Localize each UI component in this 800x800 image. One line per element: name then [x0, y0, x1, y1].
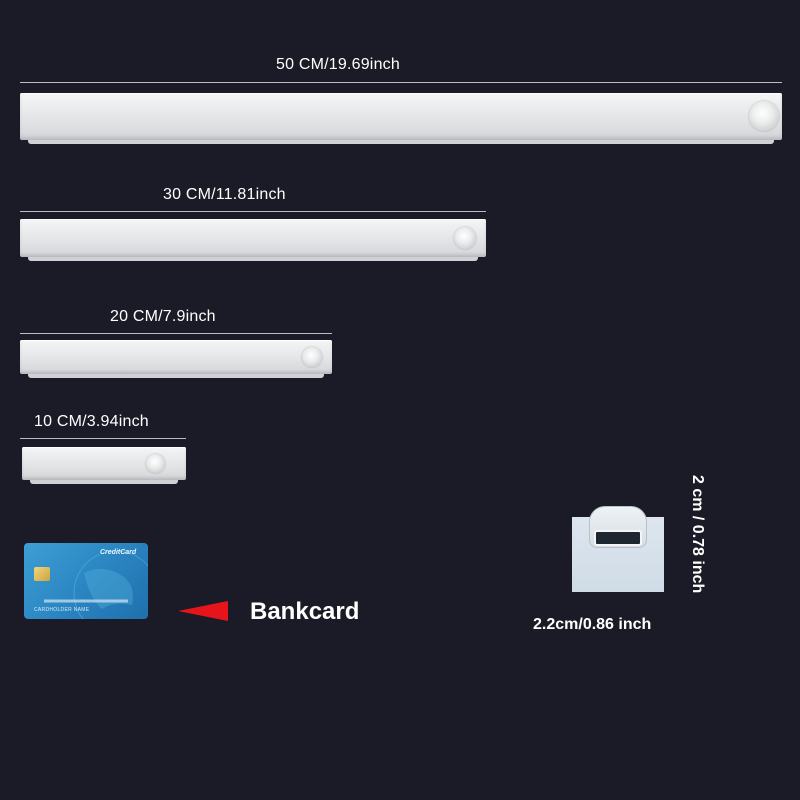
- sensor-window-icon: [594, 530, 642, 546]
- bar-lip: [28, 257, 478, 261]
- bar-20-size-label: 20 CM/7.9inch: [110, 308, 216, 325]
- light-bar-20cm: [20, 340, 332, 378]
- bar-30-size-label: 30 CM/11.81inch: [163, 186, 286, 203]
- bar-lip: [28, 374, 324, 378]
- card-chip-icon: [34, 567, 50, 581]
- bar-10-dimension-line: [20, 438, 186, 439]
- module-width-label: 2.2cm/0.86 inch: [533, 616, 652, 633]
- bar-20-dimension-line: [20, 333, 332, 334]
- motion-sensor-icon: [146, 454, 165, 473]
- card-globe-pattern: [44, 550, 148, 619]
- light-bar-10cm: [22, 447, 186, 484]
- card-holder-name: CARDHOLDER NAME: [34, 607, 90, 613]
- bar-50-dimension-line: [20, 82, 782, 83]
- light-bar-50cm: [20, 93, 782, 144]
- bankcard-label: Bankcard: [250, 598, 360, 625]
- credit-card-image: CreditCard CARDHOLDER NAME: [24, 543, 148, 619]
- light-bar-30cm: [20, 219, 486, 261]
- module-height-label: 2 cm / 0.78 inch: [689, 475, 706, 594]
- bar-10-size-label: 10 CM/3.94inch: [34, 413, 149, 430]
- motion-sensor-icon: [749, 101, 779, 131]
- left-arrow-icon: [178, 601, 228, 621]
- bar-30-dimension-line: [20, 211, 486, 212]
- motion-sensor-icon: [302, 347, 322, 367]
- bar-lip: [28, 140, 774, 144]
- bar-lip: [30, 480, 178, 484]
- bar-50-size-label: 50 CM/19.69inch: [276, 56, 400, 73]
- card-title: CreditCard: [100, 549, 137, 556]
- motion-sensor-icon: [454, 227, 476, 249]
